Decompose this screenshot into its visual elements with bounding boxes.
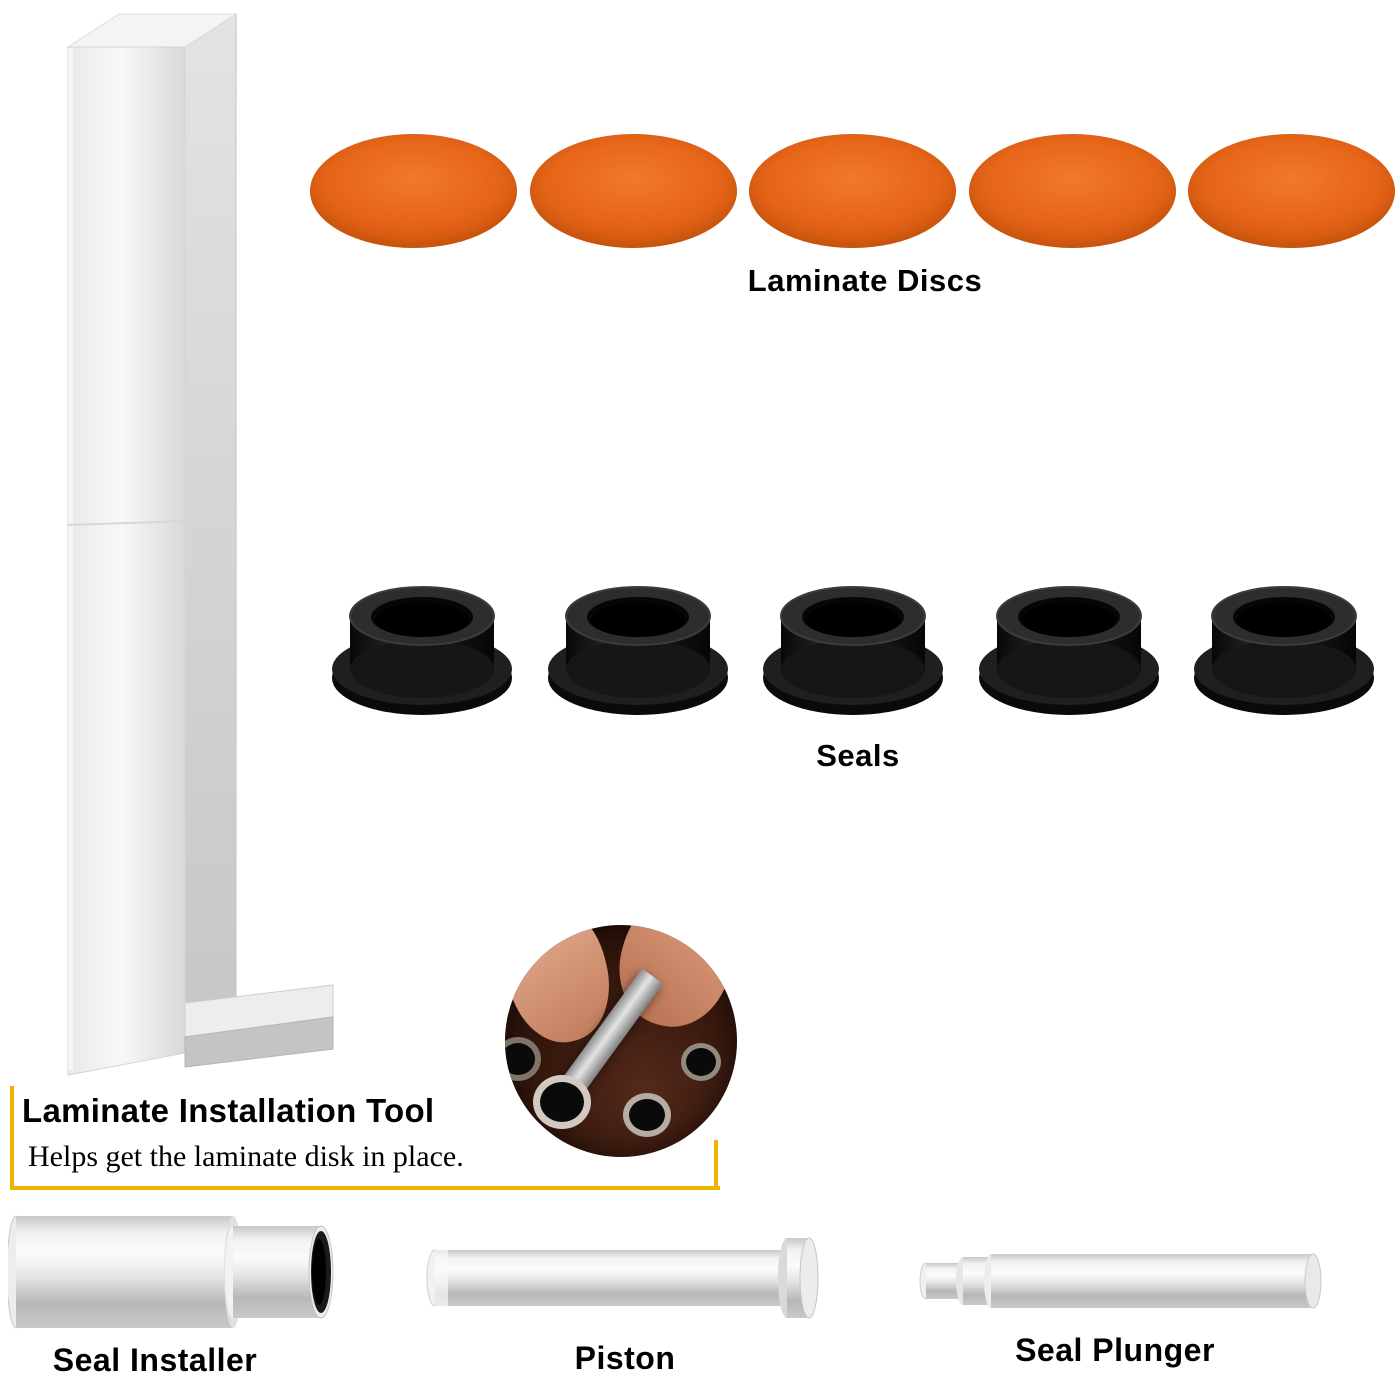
laminate-discs-label: Laminate Discs [747,263,983,298]
seal-hole-ring [681,1043,721,1081]
seal [547,586,728,715]
laminate-discs-row [310,133,1395,249]
seal [763,586,943,715]
seal [1194,586,1374,715]
laminate-disc [1188,134,1395,248]
seals-label: Seals [816,738,900,773]
laminate-disc [310,134,517,248]
tool-description: Helps get the laminate disk in place. [28,1140,464,1173]
installation-tool-bar [66,13,334,1076]
title-bracket [10,1086,720,1190]
tool-title: Laminate Installation Tool [22,1092,435,1129]
seal-installer-tool [8,1215,334,1329]
laminate-disc [529,134,737,248]
laminate-disc [749,134,956,248]
seal [332,586,512,715]
seal-hole-ring [533,1075,591,1129]
seal-hole-ring [505,1037,541,1081]
piston-label: Piston [574,1340,676,1376]
seal-hole-ring [623,1093,671,1137]
seals-row [322,572,1384,722]
seal-installer-label: Seal Installer [52,1342,258,1378]
laminate-disc [968,134,1176,248]
seal [978,586,1159,715]
seal-plunger-label: Seal Plunger [1015,1332,1215,1368]
seal-plunger-tool [919,1253,1322,1309]
piston-tool [426,1237,819,1319]
inset-photo [505,925,737,1157]
title-bracket-right [714,1140,718,1188]
